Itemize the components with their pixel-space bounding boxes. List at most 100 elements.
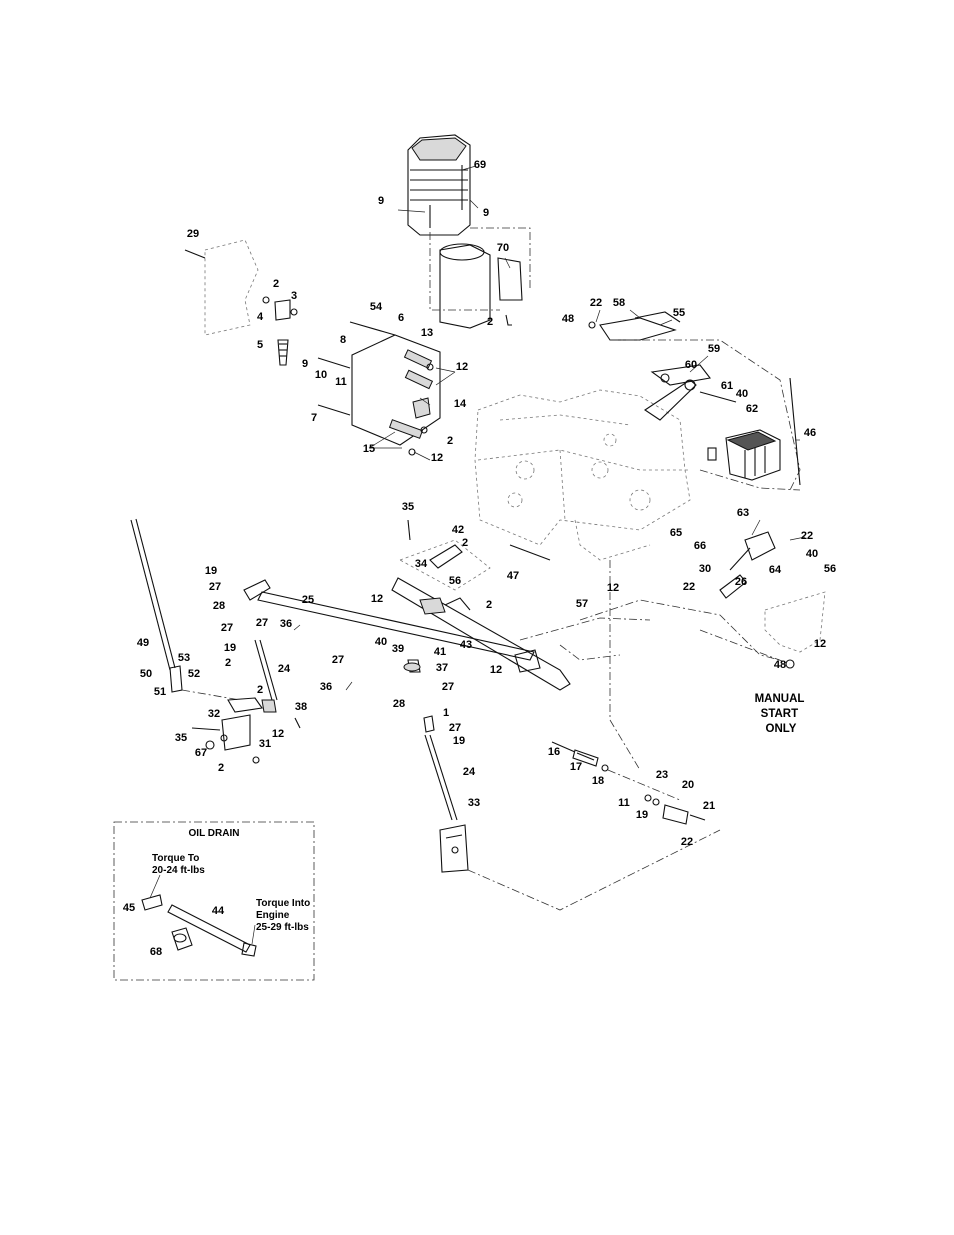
part-callout-62: 62: [746, 403, 758, 415]
part-callout-31: 31: [259, 738, 271, 750]
part-callout-27: 27: [332, 654, 344, 666]
control-shaft: [257, 577, 651, 691]
part-callout-2: 2: [487, 316, 493, 328]
manual-start-note: MANUAL START ONLY: [755, 693, 808, 735]
part-callout-27: 27: [221, 622, 233, 634]
oil-drain-title: OIL DRAIN: [189, 828, 240, 839]
part-callout-49: 49: [137, 637, 149, 649]
part-callout-19: 19: [205, 565, 217, 577]
part-callout-3: 3: [291, 290, 297, 302]
part-callout-17: 17: [570, 761, 582, 773]
spring-bracket: [399, 519, 551, 591]
part-callout-9: 9: [378, 195, 384, 207]
part-callout-24: 24: [278, 663, 291, 675]
air-cleaner-assembly: [397, 134, 531, 329]
part-callout-67: 67: [195, 747, 207, 759]
part-callout-56: 56: [449, 575, 461, 587]
part-callout-66: 66: [694, 540, 706, 552]
part-callout-42: 42: [452, 524, 464, 536]
torque-into-note: Torque Into Engine 25-29 ft-lbs: [256, 898, 313, 933]
part-callout-11: 11: [618, 797, 630, 809]
part-callout-7: 7: [311, 412, 317, 424]
oil-drain-callout-45: 45: [123, 902, 135, 914]
part-callout-51: 51: [154, 686, 166, 698]
part-callout-64: 64: [769, 564, 782, 576]
part-callout-12: 12: [490, 664, 502, 676]
part-callout-50: 50: [140, 668, 152, 680]
oil-drain-callouts: 45 44 68: [123, 902, 225, 958]
part-callout-43: 43: [460, 639, 472, 651]
part-callout-20: 20: [682, 779, 694, 791]
part-callout-29: 29: [187, 228, 199, 240]
part-callout-13: 13: [421, 327, 433, 339]
part-callout-1: 1: [443, 707, 449, 719]
left-bracket-plate: [184, 239, 298, 366]
part-callout-9: 9: [302, 358, 308, 370]
part-callout-27: 27: [449, 722, 461, 734]
part-callout-16: 16: [548, 746, 560, 758]
manual-start-line-2: START: [761, 708, 798, 720]
part-callout-5: 5: [257, 339, 263, 351]
part-callout-28: 28: [393, 698, 405, 710]
part-callout-27: 27: [209, 581, 221, 593]
part-callout-12: 12: [607, 582, 619, 594]
torque-to-note: Torque To 20-24 ft-lbs: [152, 853, 205, 876]
part-callout-2: 2: [273, 278, 279, 290]
part-callout-23: 23: [656, 769, 668, 781]
part-callout-12: 12: [456, 361, 468, 373]
part-callout-36: 36: [280, 618, 292, 630]
part-callout-41: 41: [434, 646, 446, 658]
part-callout-18: 18: [592, 775, 604, 787]
oil-drain-callout-44: 44: [212, 905, 225, 917]
center-linkage: [403, 659, 721, 911]
part-callout-60: 60: [685, 359, 697, 371]
part-callout-39: 39: [392, 643, 404, 655]
part-callout-4: 4: [257, 311, 264, 323]
part-callout-57: 57: [576, 598, 588, 610]
part-callout-27: 27: [256, 617, 268, 629]
torque-to-line-1: Torque To: [152, 853, 199, 864]
part-callout-14: 14: [454, 398, 467, 410]
torque-into-line-3: 25-29 ft-lbs: [256, 922, 309, 933]
part-callout-24: 24: [463, 766, 476, 778]
part-callout-19: 19: [224, 642, 236, 654]
part-callout-2: 2: [447, 435, 453, 447]
part-callout-19: 19: [636, 809, 648, 821]
part-callout-30: 30: [699, 563, 711, 575]
part-callout-58: 58: [613, 297, 625, 309]
part-callout-27: 27: [442, 681, 454, 693]
torque-into-line-2: Engine: [256, 910, 290, 921]
part-callout-19: 19: [453, 735, 465, 747]
manual-start-plate: [559, 531, 826, 669]
part-callout-69: 69: [474, 159, 486, 171]
control-plate: [317, 321, 441, 456]
part-callout-47: 47: [507, 570, 519, 582]
torque-to-line-2: 20-24 ft-lbs: [152, 865, 205, 876]
part-callout-40: 40: [806, 548, 818, 560]
part-callout-48: 48: [562, 313, 574, 325]
manual-start-line-1: MANUAL: [755, 693, 805, 705]
oil-drain-callout-68: 68: [150, 946, 162, 958]
oil-drain-box: [113, 821, 315, 981]
part-callout-2: 2: [218, 762, 224, 774]
part-callout-53: 53: [178, 652, 190, 664]
part-callout-11: 11: [335, 376, 347, 388]
part-callout-55: 55: [673, 307, 685, 319]
part-callout-12: 12: [272, 728, 284, 740]
part-callout-2: 2: [486, 599, 492, 611]
part-callout-65: 65: [670, 527, 682, 539]
part-callout-9: 9: [483, 207, 489, 219]
part-callout-22: 22: [801, 530, 813, 542]
part-callout-54: 54: [370, 301, 383, 313]
part-callout-28: 28: [213, 600, 225, 612]
part-callout-40: 40: [375, 636, 387, 648]
part-callout-26: 26: [735, 576, 747, 588]
part-callout-2: 2: [225, 657, 231, 669]
part-callout-52: 52: [188, 668, 200, 680]
part-callout-63: 63: [737, 507, 749, 519]
part-callout-34: 34: [415, 558, 428, 570]
cable-assembly: [551, 560, 706, 825]
